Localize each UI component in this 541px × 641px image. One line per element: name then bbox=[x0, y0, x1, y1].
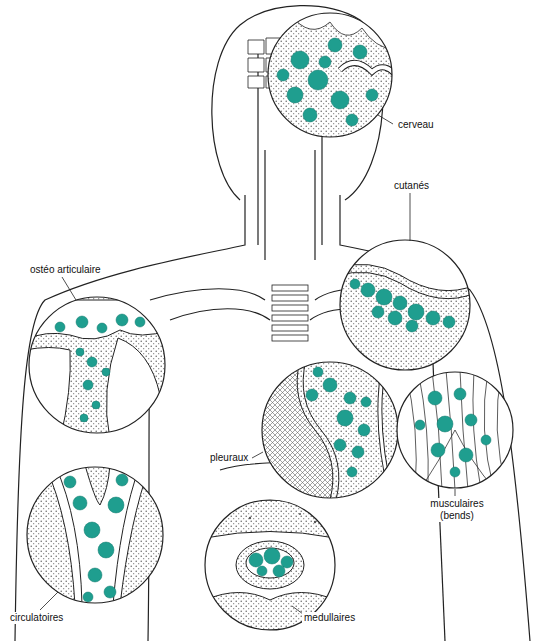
skin-circle bbox=[335, 235, 475, 375]
part-label: cutanés bbox=[392, 180, 431, 192]
part-label: cerveau bbox=[396, 119, 436, 131]
spine-circle bbox=[205, 500, 335, 630]
part-label: ostéo articulaire bbox=[28, 264, 103, 276]
brain-circle bbox=[260, 10, 400, 140]
vessel-circle bbox=[25, 465, 170, 605]
muscle-circle bbox=[395, 370, 515, 490]
part-label: musculaires (bends) bbox=[424, 498, 490, 522]
trachea-rings bbox=[272, 285, 308, 341]
part-label: pleuraux bbox=[208, 452, 250, 464]
joint-circle bbox=[25, 295, 170, 440]
pleura-circle bbox=[260, 360, 400, 500]
body-outline bbox=[15, 6, 530, 641]
part-label: circulatoires bbox=[8, 612, 65, 624]
leader-lines bbox=[40, 115, 455, 614]
part-label: medullaires bbox=[302, 612, 357, 624]
